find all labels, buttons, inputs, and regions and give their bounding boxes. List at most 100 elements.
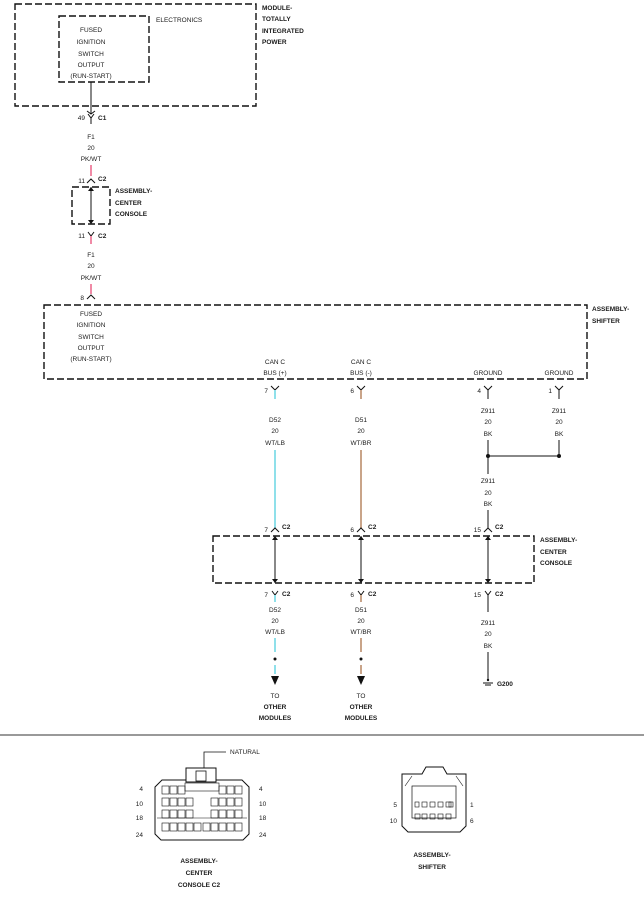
wire-d52-color: WT/LB <box>265 440 285 447</box>
tipm-electronics-label: ELECTRONICS <box>156 17 203 24</box>
wire-z911-gauge: 20 <box>484 631 492 638</box>
console-c2-pin-row: 18 <box>259 815 267 822</box>
lower-c2-pin: 6 <box>350 527 354 534</box>
wire-f1-color: PK/WT <box>81 275 102 282</box>
shifter-fused-line: FUSED <box>80 311 102 318</box>
ground-icon <box>483 678 493 686</box>
shifter-fused-line: SWITCH <box>78 334 104 341</box>
lower-c2-connector: C2 <box>282 524 291 531</box>
console-c2-caption: CONSOLE C2 <box>178 882 221 889</box>
splice-dot <box>557 454 561 458</box>
tipm-fused-line: SWITCH <box>78 51 104 58</box>
wire-d51-gauge: 20 <box>357 618 365 625</box>
tipm-electronics-box <box>58 15 150 83</box>
wire-d52-gauge: 20 <box>271 618 279 625</box>
shifter-module-box <box>43 304 588 380</box>
lower-c2-out-pin: 6 <box>350 592 354 599</box>
console-c2-pin-row: 24 <box>259 832 267 839</box>
wire-d51-color: WT/BR <box>351 629 372 636</box>
destination-label: OTHER <box>350 704 373 711</box>
wire-d52-color: WT/LB <box>265 629 285 636</box>
shifter-pin-number: 7 <box>264 388 268 395</box>
connector-color-callout: NATURAL <box>230 749 260 756</box>
wire-d52-label: D52 <box>269 607 281 614</box>
center-console-lower-box <box>212 535 535 584</box>
wire-d51-label: D51 <box>355 417 367 424</box>
tipm-title: INTEGRATED <box>262 28 304 35</box>
console-c2-connector-view <box>154 751 250 841</box>
wire-d52-gauge: 20 <box>271 428 279 435</box>
console-c2-pin-row: 10 <box>136 801 144 808</box>
lower-c2-out-pin: 7 <box>264 592 268 599</box>
shifter-caption: ASSEMBLY- <box>413 852 450 859</box>
splice-dot <box>486 454 490 458</box>
tipm-title: TOTALLY <box>262 16 291 23</box>
arrow-down-icon <box>271 676 279 685</box>
wire-d51-gauge: 20 <box>357 428 365 435</box>
console-c2-caption: CENTER <box>186 870 213 877</box>
destination-label: TO <box>357 693 366 700</box>
console-c2-connector: C2 <box>98 176 107 183</box>
wire-d52-label: D52 <box>269 417 281 424</box>
center-console-title: CONSOLE <box>115 211 148 218</box>
shifter-pin-label: CAN C <box>265 359 286 366</box>
shifter-pin-number: 6 <box>350 388 354 395</box>
shifter-pin-row: 5 <box>393 802 397 809</box>
wire-d51-label: D51 <box>355 607 367 614</box>
wire-z911-color: BK <box>555 431 564 438</box>
tipm-fused-line: (RUN-START) <box>70 73 111 80</box>
lower-c2-connector: C2 <box>495 524 504 531</box>
console-c2-pin-row: 4 <box>139 786 143 793</box>
lower-c2-pin: 15 <box>474 527 482 534</box>
lower-c2-pin: 7 <box>264 527 268 534</box>
shifter-connector-view <box>401 766 467 833</box>
destination-label: MODULES <box>345 715 378 722</box>
wire-z911-label: Z911 <box>481 408 496 415</box>
shifter-pin-row: 6 <box>470 818 474 825</box>
shifter-pin-label: BUS (-) <box>350 370 372 377</box>
wire-z911-label: Z911 <box>481 620 496 627</box>
ground-label: G200 <box>497 681 513 688</box>
shifter-pin-number: 4 <box>477 388 481 395</box>
wire-z911-color: BK <box>484 643 493 650</box>
lower-c2-out-pin: 15 <box>474 592 482 599</box>
shifter-fused-line: (RUN-START) <box>70 356 111 363</box>
tipm-c1-connector: C1 <box>98 115 107 122</box>
wire-f1-gauge: 20 <box>87 145 95 152</box>
shifter-pin-row: 1 <box>470 802 474 809</box>
tipm-title: POWER <box>262 39 287 46</box>
wire-z911-gauge: 20 <box>484 490 492 497</box>
console-c2-pin-row: 4 <box>259 786 263 793</box>
tipm-fused-line: OUTPUT <box>78 62 105 69</box>
wire-z911-gauge: 20 <box>555 419 563 426</box>
console-c2-out-connector: C2 <box>98 233 107 240</box>
tipm-module-box <box>14 3 257 107</box>
lower-c2-out-connector: C2 <box>368 591 377 598</box>
wire-f1-label: F1 <box>87 252 95 259</box>
lower-c2-out-connector: C2 <box>282 591 291 598</box>
shifter-fused-line: OUTPUT <box>78 345 105 352</box>
center-console-lower-title: ASSEMBLY- <box>540 537 577 544</box>
shifter-title: SHIFTER <box>592 318 620 325</box>
destination-label: TO <box>271 693 280 700</box>
center-console-title: CENTER <box>115 200 142 207</box>
destination-label: OTHER <box>264 704 287 711</box>
wire-d51-color: WT/BR <box>351 440 372 447</box>
shifter-pin-label: BUS (+) <box>263 370 286 377</box>
tipm-fused-line: IGNITION <box>77 39 106 46</box>
wire-z911-color: BK <box>484 431 493 438</box>
console-c2-caption: ASSEMBLY- <box>180 858 217 865</box>
console-c2-pin: 11 <box>78 178 85 185</box>
destination-label: MODULES <box>259 715 292 722</box>
shifter-caption: SHIFTER <box>418 864 446 871</box>
shifter-pin-label: GROUND <box>545 370 574 377</box>
tipm-title: MODULE- <box>262 5 292 12</box>
wire-f1-gauge: 20 <box>87 263 95 270</box>
wire-z911-color: BK <box>484 501 493 508</box>
lower-c2-connector: C2 <box>368 524 377 531</box>
center-console-lower-title: CONSOLE <box>540 560 573 567</box>
center-console-lower-title: CENTER <box>540 549 567 556</box>
wire-z911-label: Z911 <box>481 478 496 485</box>
arrow-down-icon <box>357 676 365 685</box>
